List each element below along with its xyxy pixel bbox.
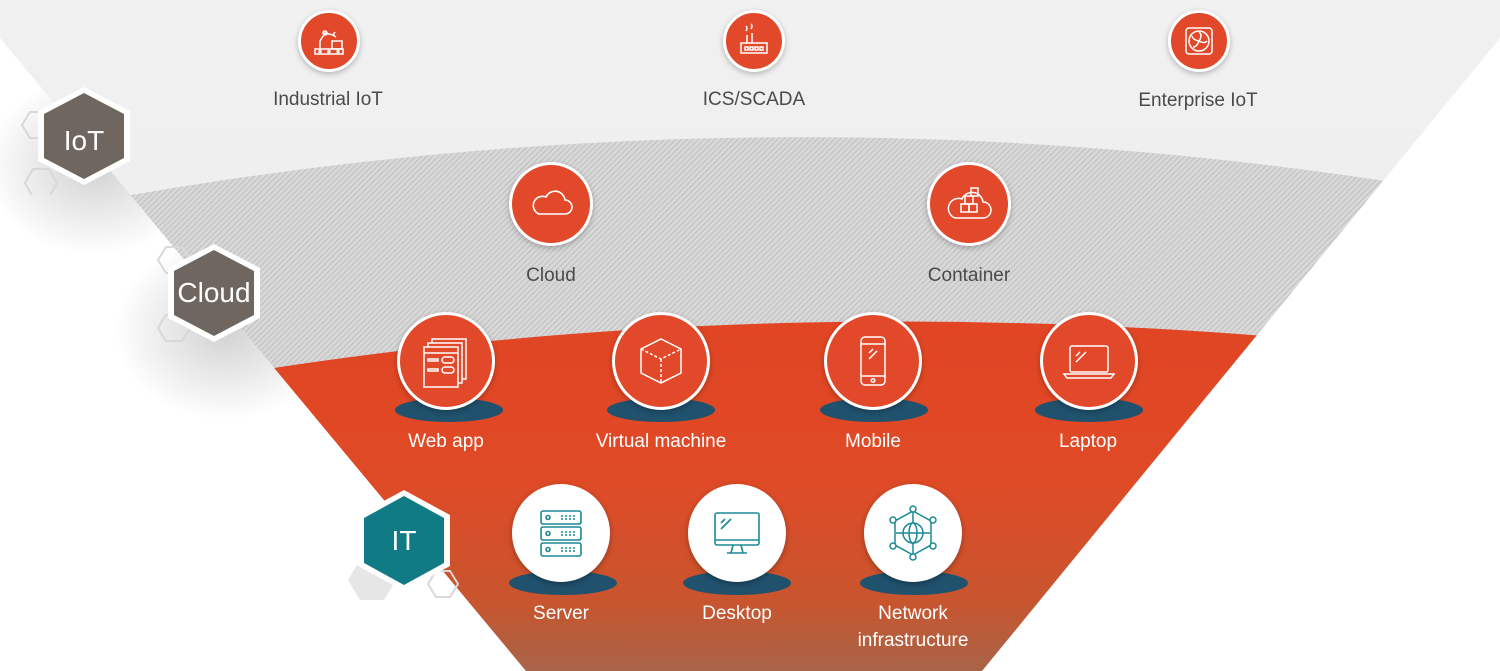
cube-icon [612,312,710,410]
desktop-label: Desktop [702,603,772,624]
ics-scada-label: ICS/SCADA [702,89,806,110]
server-label: Server [533,603,589,624]
network-icon [864,484,962,582]
robot-arm-icon [298,10,360,72]
cloud-label: Cloud [526,265,576,286]
container-icon [927,162,1011,246]
factory-icon [723,10,785,72]
container-label: Container [927,265,1011,286]
it-layer-label: IT [391,524,417,556]
enterprise-iot-label: Enterprise IoT [1138,90,1258,111]
iot-layer-label: IoT [63,125,105,156]
cloud-layer-badge: Cloud [150,238,290,348]
desktop-icon [688,484,786,582]
mobile-icon [824,312,922,410]
iot-layer-badge: IoT [20,75,170,195]
network-infrastructure-label: Network infrastructure [813,600,1013,654]
cloud-layer-label: Cloud [177,277,251,308]
web-app-label: Web app [408,431,484,452]
laptop-icon [1040,312,1138,410]
network-label-line1: Network [878,603,948,624]
cloud-icon [509,162,593,246]
virtual-machine-label: Virtual machine [595,431,727,452]
fan-icon [1168,10,1230,72]
server-icon [512,484,610,582]
network-label-line2: infrastructure [857,630,969,651]
industrial-iot-label: Industrial IoT [273,89,383,110]
it-layer-badge: IT [340,488,470,608]
mobile-label: Mobile [845,431,901,452]
web-app-icon [397,312,495,410]
laptop-label: Laptop [1058,431,1118,452]
